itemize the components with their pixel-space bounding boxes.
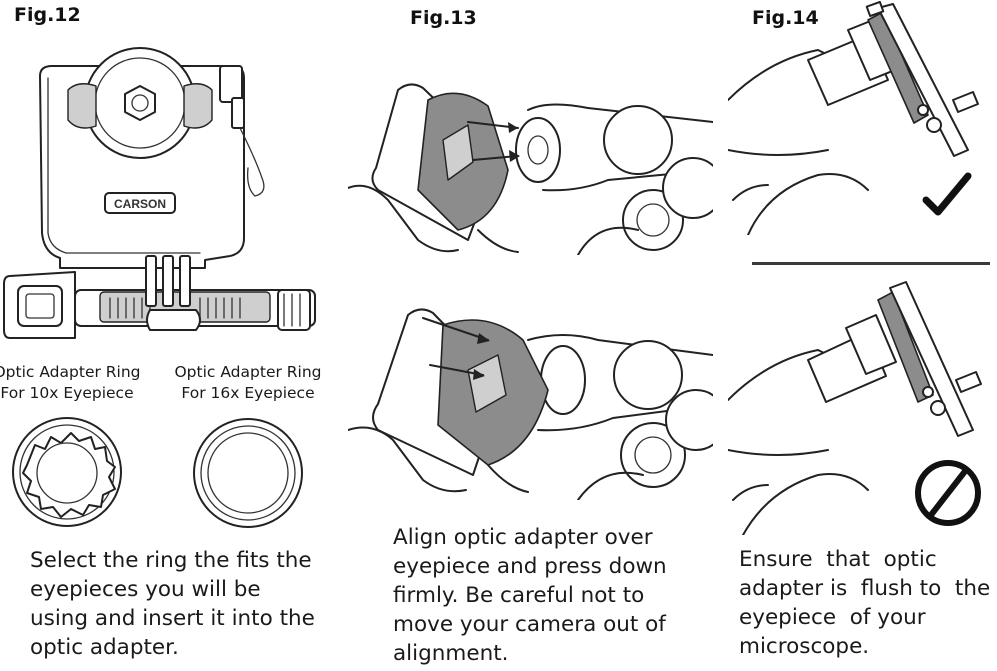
fig12-caption-line3: using and insert it into the xyxy=(30,606,315,631)
fig14-label: Fig.14 xyxy=(752,7,819,29)
fig14-caption-line3: eyepiece of your xyxy=(739,605,926,630)
ring-16x-label: Optic Adapter Ring For 16x Eyepiece xyxy=(172,362,324,404)
fig14-check-mark-icon xyxy=(922,172,972,216)
fig14-caption-line1: Ensure that optic xyxy=(739,547,937,572)
fig13-caption-line1: Align optic adapter over xyxy=(393,525,653,550)
fig12-label: Fig.12 xyxy=(14,4,81,26)
fig12-caption: Select the ring the fits the eyepieces y… xyxy=(30,546,330,662)
fig14-caption: Ensure that optic adapter is flush to th… xyxy=(739,545,997,661)
fig13-caption-line5: alignment. xyxy=(393,641,509,666)
ring-16x-label-line2: For 16x Eyepiece xyxy=(181,384,315,402)
fig12-brand-text: CARSON xyxy=(114,197,166,211)
ring-10x-label-line1: Optic Adapter Ring xyxy=(0,363,141,381)
fig14-divider xyxy=(752,262,990,265)
fig12-caption-line4: optic adapter. xyxy=(30,635,179,660)
ring-10x-illustration xyxy=(12,417,122,527)
fig14-caption-line4: microscope. xyxy=(739,634,870,659)
fig14-correct-illustration xyxy=(728,0,979,235)
fig12-adapter-illustration: CARSON xyxy=(3,47,316,339)
fig13-caption-line3: firmly. Be careful not to xyxy=(393,583,645,608)
ring-10x-label: Optic Adapter Ring For 10x Eyepiece xyxy=(0,362,142,404)
fig14-incorrect-illustration xyxy=(728,281,982,535)
fig13-caption: Align optic adapter over eyepiece and pr… xyxy=(393,523,693,668)
ring-16x-illustration xyxy=(193,418,303,528)
fig12-caption-line2: eyepieces you will be xyxy=(30,577,261,602)
fig13-caption-line2: eyepiece and press down xyxy=(393,554,667,579)
fig13-step1-illustration xyxy=(348,83,713,255)
fig12-caption-line1: Select the ring the fits the xyxy=(30,548,312,573)
fig14-prohibited-icon xyxy=(915,460,981,526)
fig14-caption-line2: adapter is flush to the xyxy=(739,576,991,601)
ring-16x-label-line1: Optic Adapter Ring xyxy=(174,363,322,381)
fig13-step2-illustration xyxy=(348,308,713,500)
fig13-label: Fig.13 xyxy=(410,7,477,29)
ring-10x-label-line2: For 10x Eyepiece xyxy=(0,384,134,402)
fig13-caption-line4: move your camera out of xyxy=(393,612,666,637)
